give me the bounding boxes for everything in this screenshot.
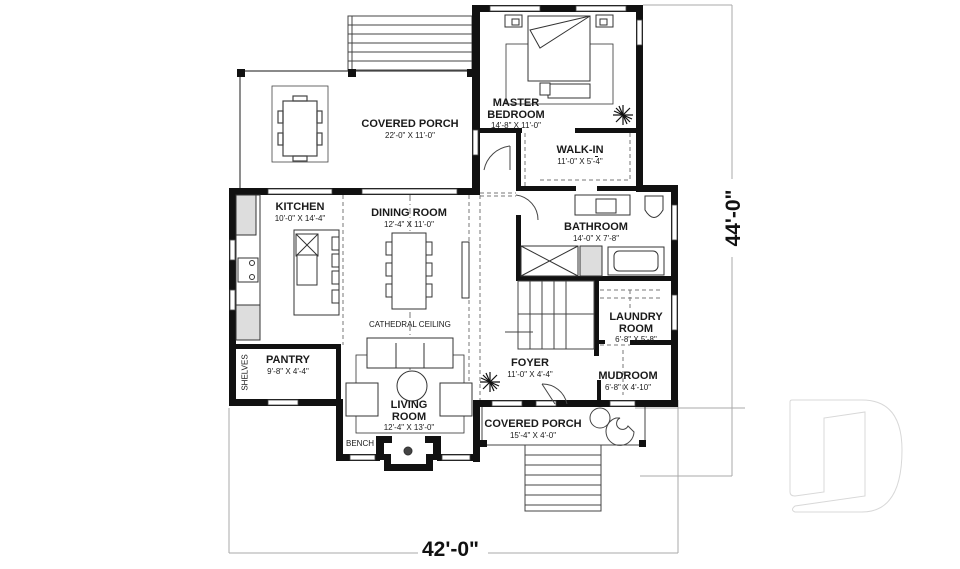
room-dimensions: 6'-8" X 4'-10" — [604, 382, 652, 392]
master-bed — [504, 14, 614, 105]
room-dimensions: 11'-0" X 4'-4" — [507, 369, 553, 379]
cathedral-ceiling-note: CATHEDRAL CEILING — [369, 320, 451, 329]
room-label-kitchen: KITCHEN 10'-0" X 14'-4" — [274, 201, 326, 223]
room-label-foyer: FOYER 11'-0" X 4'-4" — [507, 357, 553, 379]
room-name-line1: MASTER — [492, 97, 540, 109]
room-name: COVERED PORCH — [361, 118, 459, 130]
room-name: PANTRY — [266, 354, 310, 366]
dining-table — [385, 232, 470, 310]
room-name-line1: LIVING — [390, 399, 428, 411]
room-name: FOYER — [511, 357, 549, 369]
room-label-master-bedroom: MASTER BEDROOM 14'-8" X 11'-0" — [487, 97, 545, 131]
room-name: WALK-IN — [556, 144, 604, 156]
room-dimensions: 11'-0" X 5'-4" — [557, 156, 603, 166]
room-label-mudroom: MUDROOM 6'-8" X 4'-10" — [598, 370, 658, 392]
room-name: COVERED PORCH — [484, 418, 582, 430]
brand-logo-icon — [789, 399, 903, 513]
room-label-walk-in: WALK-IN 11'-0" X 5'-4" — [556, 144, 604, 166]
overall-width-dimension: 42'-0" — [419, 538, 482, 562]
room-name-line2: BEDROOM — [487, 108, 545, 121]
room-name: BATHROOM — [564, 221, 628, 233]
plant-icon — [480, 105, 633, 392]
room-label-dining-room: DINING ROOM 12'-4" X 11'-0" — [371, 207, 447, 229]
doors — [483, 145, 568, 405]
room-label-covered-porch-front: COVERED PORCH 15'-4" X 4'-0" — [484, 418, 582, 440]
room-label-pantry: PANTRY 9'-8" X 4'-4" — [266, 354, 310, 376]
room-dimensions: 15'-4" X 4'-0" — [509, 430, 557, 440]
bench-note: BENCH — [346, 439, 375, 448]
kitchen-fixtures — [235, 194, 340, 341]
room-dimensions: 14'-8" X 11'-0" — [491, 121, 541, 131]
room-name: DINING ROOM — [371, 207, 447, 219]
room-dimensions: 9'-8" X 4'-4" — [267, 366, 309, 376]
room-label-living-room: LIVING ROOM 12'-4" X 13'-0" — [383, 399, 435, 433]
dimension-lines — [228, 4, 745, 554]
room-name: MUDROOM — [598, 370, 658, 382]
room-dimensions: 22'-0" X 11'-0" — [385, 130, 435, 140]
living-furniture — [345, 337, 473, 456]
room-dimensions: 14'-0" X 7'-8" — [572, 233, 620, 243]
rear-porch — [239, 70, 472, 192]
interior-stairs — [505, 280, 595, 350]
overall-depth-dimension: 44'-0" — [722, 179, 746, 257]
bathroom-fixtures — [520, 194, 665, 277]
interior-walls — [229, 128, 675, 404]
front-porch — [481, 407, 646, 512]
windows — [229, 5, 678, 461]
room-name-line2: ROOM — [391, 410, 427, 423]
room-name-line1: LAUNDRY — [609, 311, 663, 323]
room-label-covered-porch-rear: COVERED PORCH 22'-0" X 11'-0" — [361, 118, 459, 140]
room-dimensions: 12'-4" X 13'-0" — [383, 423, 435, 433]
room-name-line2: ROOM — [618, 322, 654, 335]
room-label-laundry-room: LAUNDRY ROOM 6'-8" X 5'-8" — [609, 311, 663, 345]
room-dimensions: 12'-4" X 11'-0" — [384, 219, 434, 229]
rear-stairs — [347, 15, 473, 71]
room-name: KITCHEN — [275, 201, 325, 213]
room-dimensions: 10'-0" X 14'-4" — [274, 213, 326, 223]
room-dimensions: 6'-8" X 5'-8" — [615, 335, 657, 345]
room-label-bathroom: BATHROOM 14'-0" X 7'-8" — [564, 221, 628, 243]
shelves-note: SHELVES — [240, 354, 250, 391]
